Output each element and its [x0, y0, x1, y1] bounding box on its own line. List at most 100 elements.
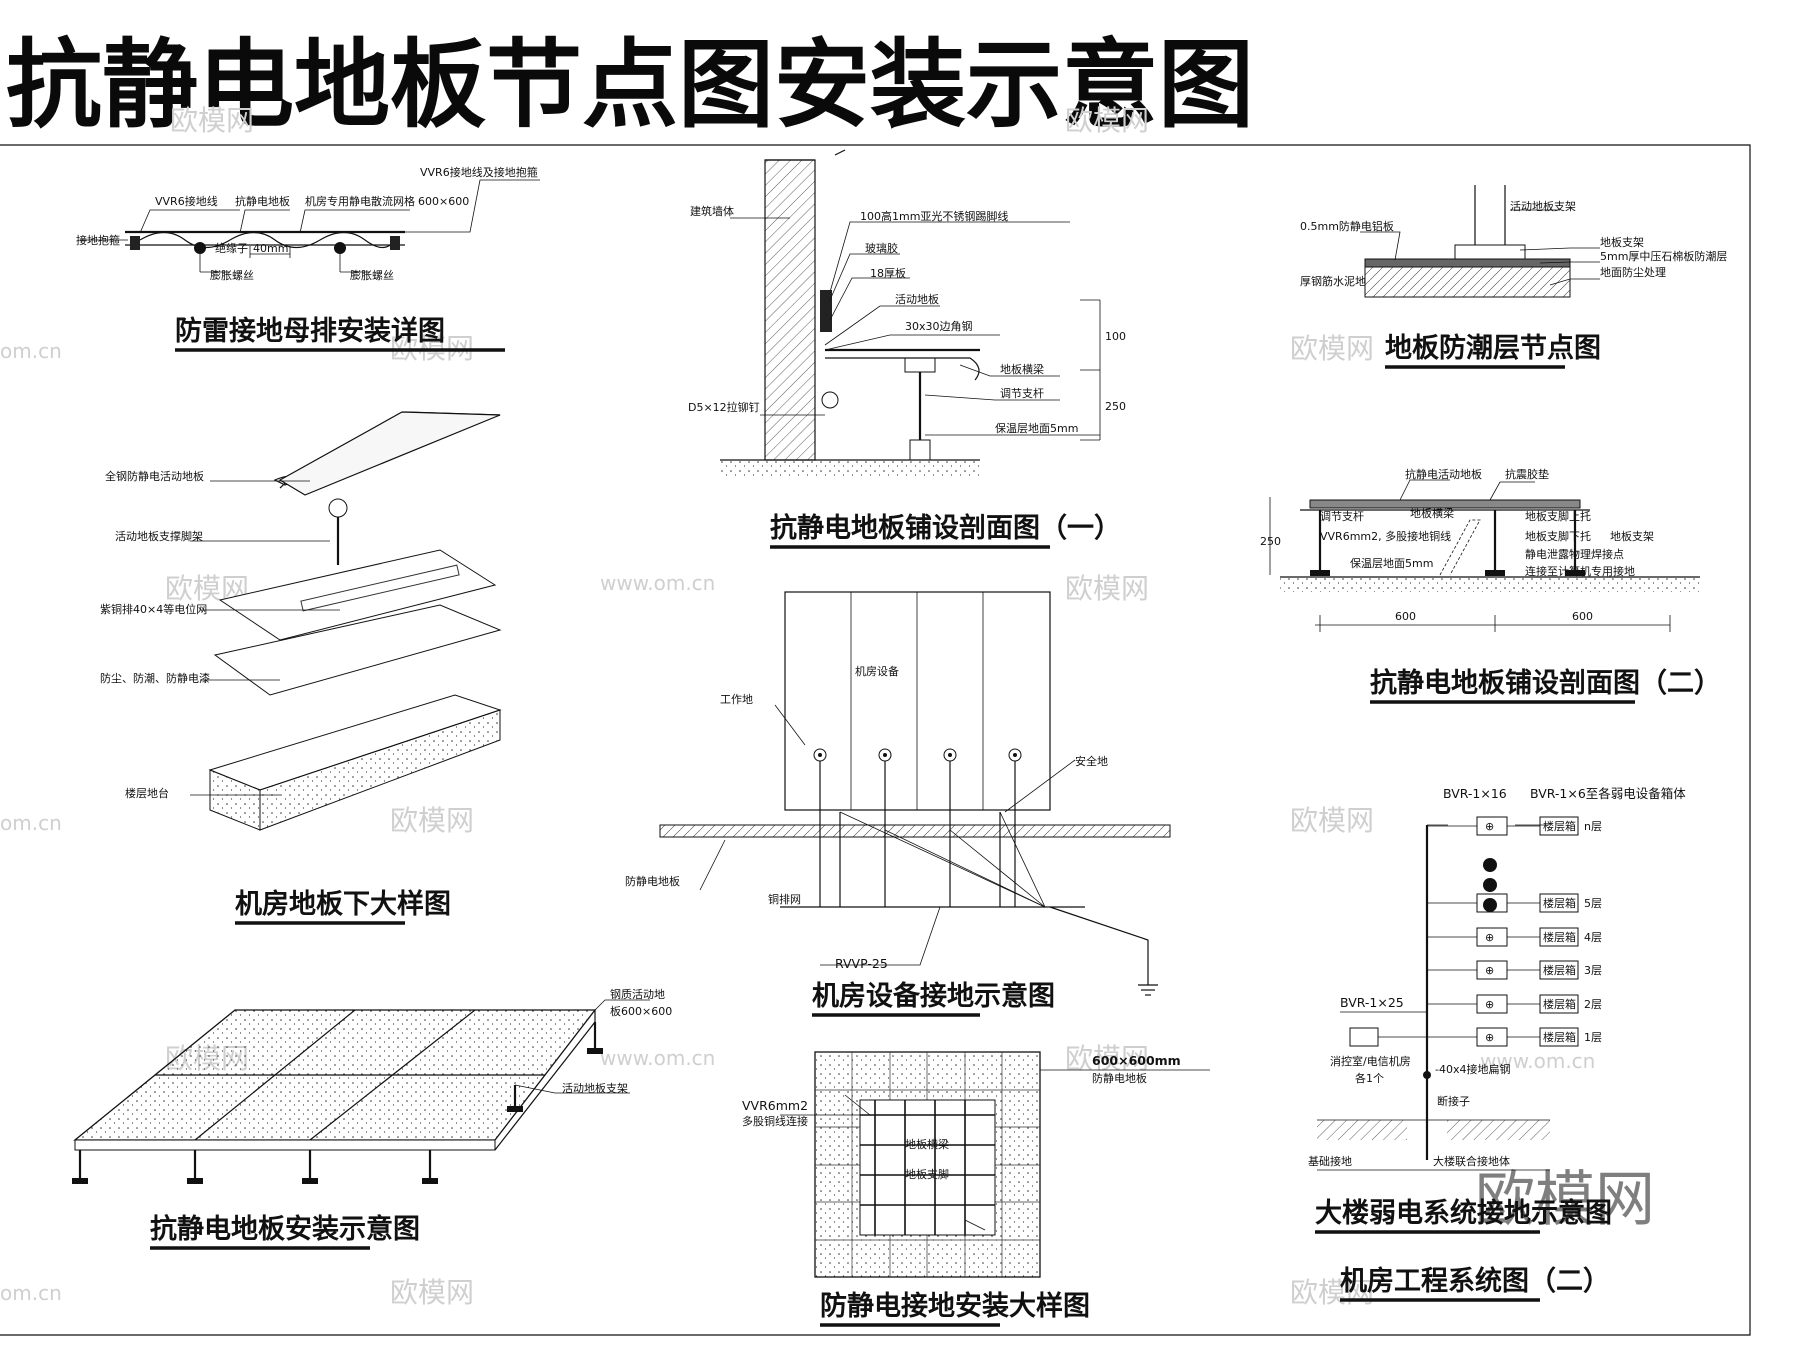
svg-text:地板支脚上托: 地板支脚上托: [1525, 509, 1591, 523]
svg-text:抗静电活动地板: 抗静电活动地板: [1405, 467, 1482, 481]
svg-text:欧模网: 欧模网: [1290, 332, 1374, 365]
svg-text:1层: 1层: [1584, 1031, 1602, 1044]
svg-text:活动地板支架: 活动地板支架: [1510, 199, 1576, 213]
svg-text:活动地板支撑脚架: 活动地板支撑脚架: [115, 529, 203, 543]
svg-text:2层: 2层: [1584, 998, 1602, 1011]
svg-text:250: 250: [1260, 535, 1281, 548]
svg-text:板600×600: 板600×600: [610, 1004, 672, 1018]
svg-text:⊕: ⊕: [1485, 998, 1494, 1011]
svg-text:防静电地板: 防静电地板: [625, 874, 680, 888]
svg-text:欧模网: 欧模网: [1065, 104, 1149, 137]
svg-text:抗静电地板: 抗静电地板: [235, 194, 290, 208]
equipment-title: 机房设备接地示意图: [812, 980, 1055, 1012]
svg-text:楼层箱: 楼层箱: [1543, 819, 1576, 833]
svg-text:活动地板支架: 活动地板支架: [562, 1081, 628, 1095]
svg-text:建筑墙体: 建筑墙体: [690, 204, 734, 218]
svg-text:保温层地面5mm: 保温层地面5mm: [1350, 556, 1433, 570]
svg-text:40mm: 40mm: [253, 242, 288, 255]
svg-text:楼层箱: 楼层箱: [1543, 930, 1576, 944]
svg-text:欧模网: 欧模网: [390, 804, 474, 837]
svg-text:⊕: ⊕: [1485, 964, 1494, 977]
moisture-title: 地板防潮层节点图: [1385, 333, 1601, 364]
svg-text:om.cn: om.cn: [0, 1281, 62, 1305]
svg-text:-40x4接地扁钢: -40x4接地扁钢: [1435, 1063, 1510, 1076]
svg-text:600: 600: [1572, 610, 1593, 623]
svg-text:楼层箱: 楼层箱: [1543, 963, 1576, 977]
svg-text:膨胀螺丝: 膨胀螺丝: [210, 268, 254, 282]
svg-text:www.om.cn: www.om.cn: [600, 1046, 715, 1070]
svg-text:100: 100: [1105, 330, 1126, 343]
svg-text:安全地: 安全地: [1075, 754, 1108, 768]
brand-watermark: 欧模网: [1475, 1165, 1655, 1235]
svg-text:地板支脚下托: 地板支脚下托: [1525, 529, 1591, 543]
svg-text:⊕: ⊕: [1485, 897, 1494, 910]
svg-text:楼层箱: 楼层箱: [1543, 1030, 1576, 1044]
svg-text:18厚板: 18厚板: [870, 266, 906, 280]
svg-text:铜排网: 铜排网: [768, 892, 801, 906]
svg-text:欧模网: 欧模网: [1290, 1276, 1374, 1309]
svg-text:多股铜线连接: 多股铜线连接: [742, 1114, 808, 1128]
svg-text:www.om.cn: www.om.cn: [1480, 1049, 1595, 1073]
svg-text:保温层地面5mm: 保温层地面5mm: [995, 421, 1078, 435]
svg-text:全钢防静电活动地板: 全钢防静电活动地板: [105, 469, 204, 483]
system-subtitle: 机房工程系统图（二）: [1340, 1265, 1610, 1297]
svg-text:BVR-1×6至各弱电设备箱体: BVR-1×6至各弱电设备箱体: [1530, 786, 1686, 801]
main-title: 抗静电地板节点图安装示意图: [6, 28, 1254, 141]
svg-text:100高1mm亚光不锈钢踢脚线: 100高1mm亚光不锈钢踢脚线: [860, 209, 1008, 223]
svg-text:地板支架: 地板支架: [1610, 529, 1654, 543]
svg-text:厚钢筋水泥地: 厚钢筋水泥地: [1300, 274, 1366, 288]
svg-text:防尘、防潮、防静电漆: 防尘、防潮、防静电漆: [100, 671, 210, 685]
svg-text:绝缘子: 绝缘子: [215, 241, 248, 255]
install-view: 钢质活动地 板600×600 活动地板支架 抗静电地板安装示意图: [72, 988, 672, 1250]
svg-text:欧模网: 欧模网: [1065, 1042, 1149, 1075]
moisture-layer: 活动地板支架 0.5mm防静电铝板 地板支架 5mm厚中压石棉板防潮层 地面防尘…: [1300, 185, 1727, 369]
svg-text:玻璃胶: 玻璃胶: [865, 241, 898, 255]
svg-text:各1个: 各1个: [1355, 1071, 1384, 1085]
svg-text:om.cn: om.cn: [0, 339, 62, 363]
section-one: 建筑墙体 100高1mm亚光不锈钢踢脚线 玻璃胶 18厚板 活动地板 30x30…: [688, 149, 1126, 549]
svg-text:消控室/电信机房: 消控室/电信机房: [1330, 1054, 1411, 1068]
svg-text:地板支脚: 地板支脚: [905, 1167, 949, 1181]
svg-text:BVR-1×25: BVR-1×25: [1340, 995, 1404, 1010]
svg-text:⊕: ⊕: [1485, 1031, 1494, 1044]
svg-text:机房设备: 机房设备: [855, 664, 899, 678]
install-title: 抗静电地板安装示意图: [150, 1213, 420, 1245]
svg-text:⊕: ⊕: [1485, 931, 1494, 944]
svg-text:调节支杆: 调节支杆: [1320, 509, 1364, 523]
svg-text:600: 600: [1395, 610, 1416, 623]
svg-text:BVR-1×16: BVR-1×16: [1443, 786, 1507, 801]
svg-text:欧模网: 欧模网: [1065, 572, 1149, 605]
svg-text:250: 250: [1105, 400, 1126, 413]
svg-text:3层: 3层: [1584, 964, 1602, 977]
section-two: 抗静电活动地板 抗震胶垫 调节支杆 地板横梁 VVR6mm2, 多股接地铜线 地…: [1260, 467, 1721, 704]
svg-text:活动地板: 活动地板: [895, 292, 939, 306]
svg-text:地板横梁: 地板横梁: [905, 1137, 949, 1151]
svg-text:地板横梁: 地板横梁: [1000, 362, 1044, 376]
section-two-title: 抗静电地板铺设剖面图（二）: [1370, 667, 1721, 699]
svg-text:地面防尘处理: 地面防尘处理: [1600, 265, 1666, 279]
sheet-border: [0, 144, 1751, 1336]
equipment-grounding: 机房设备 工作地 安全地 防静电地板 铜排网 RVVP-25 机房设备接地示意图: [625, 591, 1171, 1017]
svg-text:om.cn: om.cn: [0, 811, 62, 835]
busbar-detail: VVR6接地线及接地抱箍 VVR6接地线 抗静电地板 机房专用静电散流网格 60…: [76, 165, 540, 352]
exploded-view: 全钢防静电活动地板 活动地板支撑脚架 紫铜排40×4等电位网 防尘、防潮、防静电…: [100, 411, 502, 925]
svg-text:紫铜排40×4等电位网: 紫铜排40×4等电位网: [100, 602, 207, 616]
svg-text:断接子: 断接子: [1437, 1094, 1470, 1108]
svg-text:调节支杆: 调节支杆: [1000, 386, 1044, 400]
svg-text:接地抱箍: 接地抱箍: [76, 233, 120, 247]
svg-text:⊕: ⊕: [1485, 820, 1494, 833]
svg-text:连接至计算机专用接地: 连接至计算机专用接地: [1525, 564, 1635, 578]
svg-text:30x30边角钢: 30x30边角钢: [905, 320, 973, 333]
svg-text:地板支架: 地板支架: [1600, 235, 1644, 249]
svg-text:基础接地: 基础接地: [1308, 1155, 1352, 1168]
svg-text:工作地: 工作地: [720, 693, 753, 706]
svg-text:600×600: 600×600: [418, 195, 469, 208]
svg-text:防静电地板: 防静电地板: [1092, 1071, 1147, 1085]
svg-text:n层: n层: [1584, 820, 1602, 833]
svg-text:膨胀螺丝: 膨胀螺丝: [350, 268, 394, 282]
svg-text:5mm厚中压石棉板防潮层: 5mm厚中压石棉板防潮层: [1600, 249, 1727, 263]
grounding-title: 防静电接地安装大样图: [820, 1290, 1090, 1322]
